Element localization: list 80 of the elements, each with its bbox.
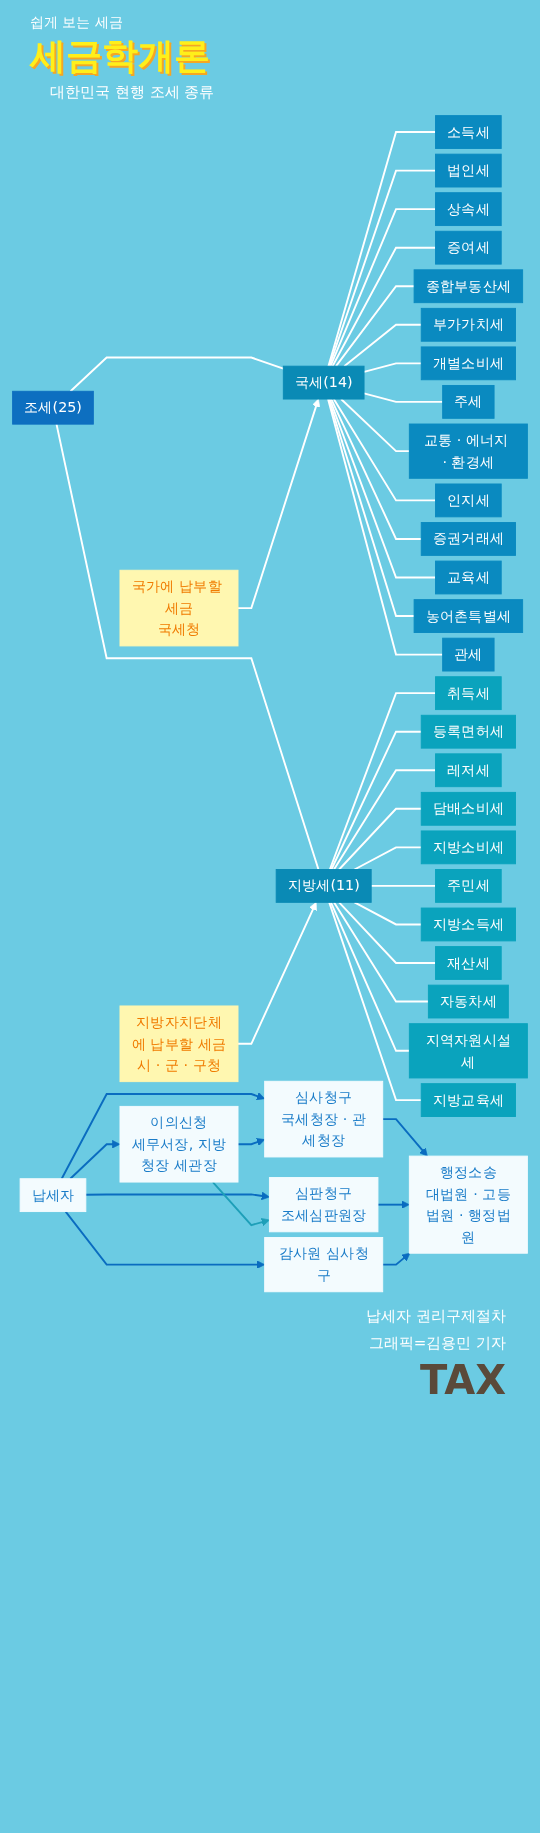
arrow	[69, 1140, 121, 1180]
node-box: 지방소비세	[420, 830, 516, 865]
connector	[329, 901, 411, 1052]
node-box: 지방교육세	[420, 1083, 516, 1117]
subtitle: 쉽게 보는 세금	[30, 14, 124, 32]
arrow	[381, 1118, 428, 1157]
node-box: 국세(14)	[282, 365, 365, 400]
node-box: 교육세	[435, 560, 502, 595]
connector	[328, 692, 437, 871]
node-box: 교통 · 에너지 · 환경세	[408, 423, 528, 479]
connector	[338, 901, 437, 964]
node-box: 개별소비세	[420, 346, 516, 381]
connector	[327, 398, 444, 656]
connector	[370, 884, 437, 887]
connector	[332, 398, 437, 502]
node-box: 재산세	[435, 946, 502, 980]
node-box: 증여세	[435, 230, 502, 265]
arrow	[237, 901, 317, 1045]
node-box: 농어촌특별세	[413, 599, 524, 633]
node-box: 심사청구 국세청장 · 관세청장	[264, 1080, 384, 1158]
node-box: 담배소비세	[420, 791, 516, 826]
node-box: 종합부동산세	[413, 269, 524, 304]
arrow	[84, 1191, 270, 1201]
node-box: 관세	[442, 637, 495, 672]
connector	[328, 901, 423, 1102]
connector	[328, 169, 437, 368]
connector	[327, 398, 416, 617]
connector	[353, 901, 423, 926]
node-box: 주세	[442, 385, 495, 419]
connector	[335, 285, 416, 368]
arrow	[64, 1210, 266, 1269]
node-box: 증권거래세	[420, 522, 516, 556]
connector	[69, 356, 285, 393]
connector	[55, 423, 320, 871]
connector	[333, 901, 430, 1003]
connector	[328, 398, 437, 579]
node-box: 납세자	[19, 1178, 87, 1213]
node-box: 행정소송 대법원 · 고등법원 · 행정법원	[408, 1155, 528, 1254]
node-box: 지역자원시설세	[408, 1023, 528, 1079]
connector	[331, 246, 437, 368]
node-box: 지방자치단체에 납부할 세금 시 · 군 · 구청	[119, 1005, 239, 1083]
connector	[338, 807, 423, 871]
node-box: 레저세	[435, 753, 502, 788]
arrow	[237, 1138, 266, 1147]
node-box: 취득세	[435, 676, 502, 711]
connector	[329, 208, 437, 368]
connector	[330, 398, 423, 540]
credit-text: 그래픽=김용민 기자	[367, 1333, 507, 1355]
connector	[363, 392, 444, 403]
node-box: 부가가치세	[420, 307, 516, 342]
node-box: 국가에 납부할 세금 국세청	[119, 569, 239, 647]
arrow	[381, 1252, 411, 1266]
node-box: 인지세	[435, 483, 502, 518]
node-box: 주민세	[435, 869, 502, 903]
connector	[353, 846, 423, 871]
connector	[363, 362, 423, 373]
connector	[330, 730, 423, 871]
illustration-text: TAX	[419, 1357, 507, 1404]
node-box: 등록면허세	[420, 714, 516, 749]
node-box: 자동차세	[427, 984, 509, 1019]
section-heading: 납세자 권리구제절차	[365, 1306, 507, 1328]
node-box: 심판청구 조세심판원장	[268, 1177, 379, 1233]
node-box: 지방세(11)	[275, 869, 372, 903]
chart-heading: 대한민국 현행 조세 종류	[49, 82, 216, 103]
title: 세금학개론	[30, 34, 211, 78]
arrow	[211, 1181, 270, 1227]
arrow	[377, 1200, 410, 1209]
connector	[333, 769, 437, 871]
connector	[343, 323, 423, 368]
arrow	[60, 1092, 266, 1180]
connector	[340, 398, 411, 453]
node-box: 이의신청 세무서장, 지방청장 세관장	[119, 1105, 239, 1183]
arrow	[237, 398, 321, 610]
connector	[327, 131, 437, 368]
node-box: 지방소득세	[420, 907, 516, 942]
node-box: 법인세	[435, 153, 502, 188]
node-box: 감사원 심사청구	[264, 1237, 384, 1293]
node-box: 상속세	[435, 192, 502, 227]
node-box: 소득세	[435, 115, 502, 149]
node-box: 조세(25)	[12, 390, 94, 425]
